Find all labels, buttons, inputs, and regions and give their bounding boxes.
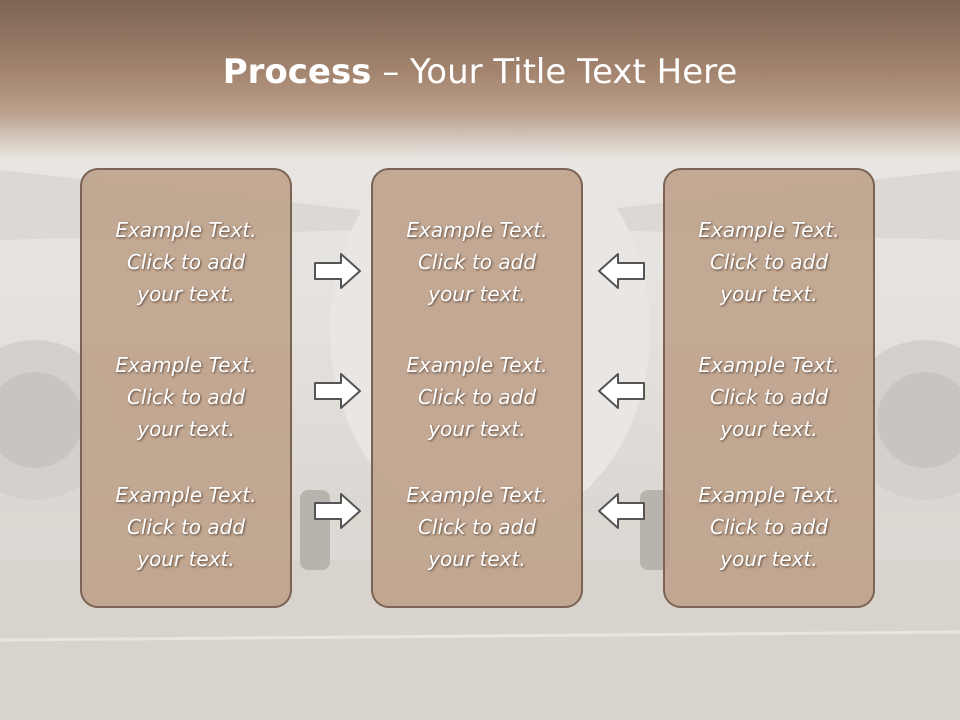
text-line: your text.	[720, 547, 818, 571]
arrow-left-icon	[598, 253, 645, 289]
text-block[interactable]: Example Text. Click to add your text.	[373, 349, 581, 445]
text-line: your text.	[720, 282, 818, 306]
text-block[interactable]: Example Text. Click to add your text.	[665, 479, 873, 575]
text-line: Click to add	[709, 385, 829, 409]
title-rest: – Your Title Text Here	[371, 52, 738, 92]
arrow-right-icon	[314, 373, 361, 409]
title-bold: Process	[222, 52, 372, 92]
text-line: Click to add	[417, 250, 537, 274]
process-box-right[interactable]: Example Text. Click to add your text. Ex…	[663, 168, 875, 608]
text-line: Click to add	[709, 250, 829, 274]
title-band	[0, 0, 960, 160]
text-line: Click to add	[417, 385, 537, 409]
text-line: Example Text.	[406, 483, 548, 507]
arrow-right-icon	[314, 493, 361, 529]
text-line: Example Text.	[698, 483, 840, 507]
text-line: Click to add	[126, 515, 246, 539]
text-line: your text.	[428, 282, 526, 306]
arrow-right-icon	[314, 253, 361, 289]
text-line: Click to add	[709, 515, 829, 539]
text-block[interactable]: Example Text. Click to add your text.	[82, 214, 290, 310]
text-line: Example Text.	[406, 218, 548, 242]
text-line: Example Text.	[406, 353, 548, 377]
text-line: Click to add	[126, 250, 246, 274]
text-line: your text.	[137, 547, 235, 571]
text-line: Click to add	[417, 515, 537, 539]
text-block[interactable]: Example Text. Click to add your text.	[665, 349, 873, 445]
process-box-left[interactable]: Example Text. Click to add your text. Ex…	[80, 168, 292, 608]
arrow-left-icon	[598, 373, 645, 409]
arrow-left-icon	[598, 493, 645, 529]
text-line: Example Text.	[115, 353, 257, 377]
text-block[interactable]: Example Text. Click to add your text.	[82, 479, 290, 575]
text-block[interactable]: Example Text. Click to add your text.	[665, 214, 873, 310]
text-line: Example Text.	[698, 353, 840, 377]
slide-title[interactable]: Process – Your Title Text Here	[0, 52, 960, 92]
process-box-center[interactable]: Example Text. Click to add your text. Ex…	[371, 168, 583, 608]
text-line: your text.	[428, 547, 526, 571]
text-block[interactable]: Example Text. Click to add your text.	[82, 349, 290, 445]
text-line: your text.	[137, 417, 235, 441]
text-line: your text.	[720, 417, 818, 441]
text-line: Example Text.	[115, 218, 257, 242]
text-block[interactable]: Example Text. Click to add your text.	[373, 214, 581, 310]
text-line: your text.	[137, 282, 235, 306]
text-line: Example Text.	[115, 483, 257, 507]
text-line: Example Text.	[698, 218, 840, 242]
text-block[interactable]: Example Text. Click to add your text.	[373, 479, 581, 575]
text-line: your text.	[428, 417, 526, 441]
text-line: Click to add	[126, 385, 246, 409]
